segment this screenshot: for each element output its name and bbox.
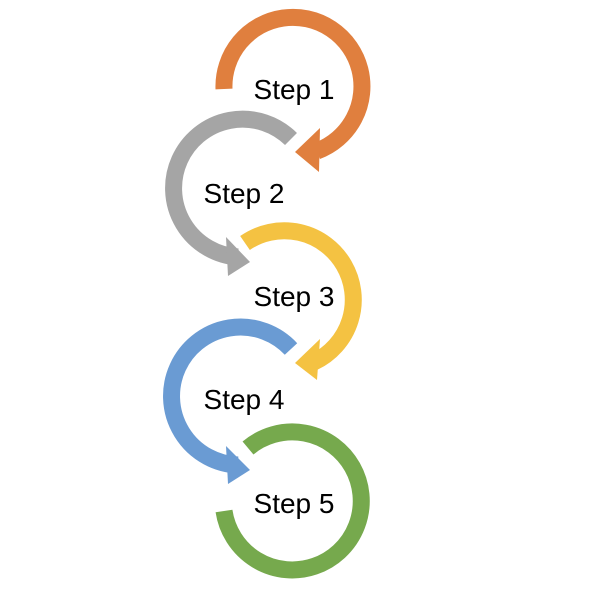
step-2-arc bbox=[165, 110, 297, 266]
step-1-label: Step 1 bbox=[254, 74, 335, 105]
step-3-label: Step 3 bbox=[254, 281, 335, 312]
step-5-arc bbox=[215, 423, 370, 579]
step-2-group: Step 2 bbox=[165, 110, 297, 276]
step-1-arrowhead bbox=[295, 128, 320, 172]
step-5-label: Step 5 bbox=[254, 488, 335, 519]
step-4-group: Step 4 bbox=[163, 318, 298, 484]
step-5-group: Step 5 bbox=[215, 423, 370, 579]
step-2-label: Step 2 bbox=[204, 178, 285, 209]
step-2-arrowhead bbox=[226, 237, 250, 276]
step-3-group: Step 3 bbox=[240, 222, 362, 380]
step-4-arc bbox=[163, 318, 298, 474]
step-4-label: Step 4 bbox=[204, 384, 285, 415]
step-3-arrowhead bbox=[295, 339, 320, 380]
step-3-arc bbox=[240, 222, 362, 370]
step-4-arrowhead bbox=[226, 446, 250, 484]
step-1-arc bbox=[215, 8, 371, 159]
step-1-group: Step 1 bbox=[215, 8, 371, 172]
